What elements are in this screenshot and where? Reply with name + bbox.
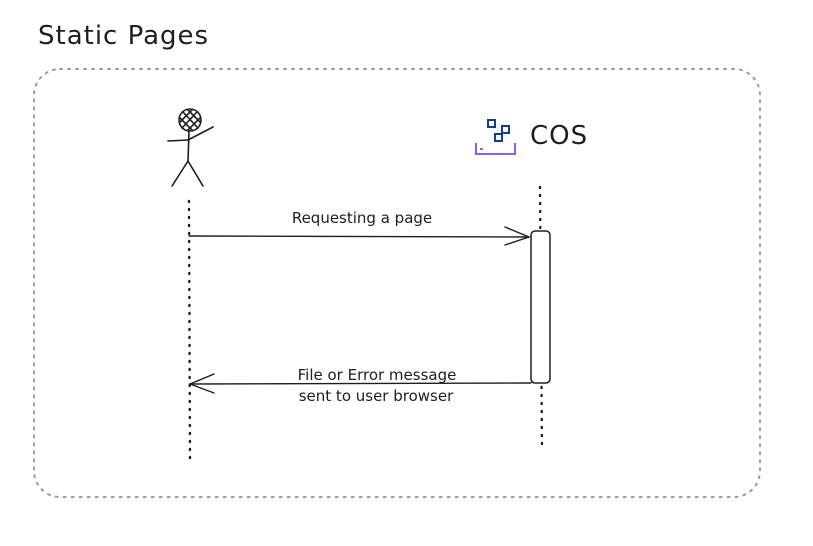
request-message-label: Requesting a page bbox=[292, 209, 432, 227]
response-message-label-line-2: sent to user browser bbox=[299, 387, 454, 405]
response-message-label-line-1: File or Error message bbox=[298, 366, 457, 384]
service-activation-box bbox=[530, 230, 551, 384]
service-label: COS bbox=[530, 121, 588, 151]
response-arrow bbox=[189, 373, 532, 394]
cos-storage-icon bbox=[475, 119, 516, 155]
actor-lifeline bbox=[187, 199, 192, 464]
user-stick-figure-icon bbox=[167, 108, 214, 187]
boundary-frame bbox=[33, 68, 761, 498]
diagram-title: Static Pages bbox=[38, 21, 209, 51]
request-arrow bbox=[188, 226, 530, 246]
